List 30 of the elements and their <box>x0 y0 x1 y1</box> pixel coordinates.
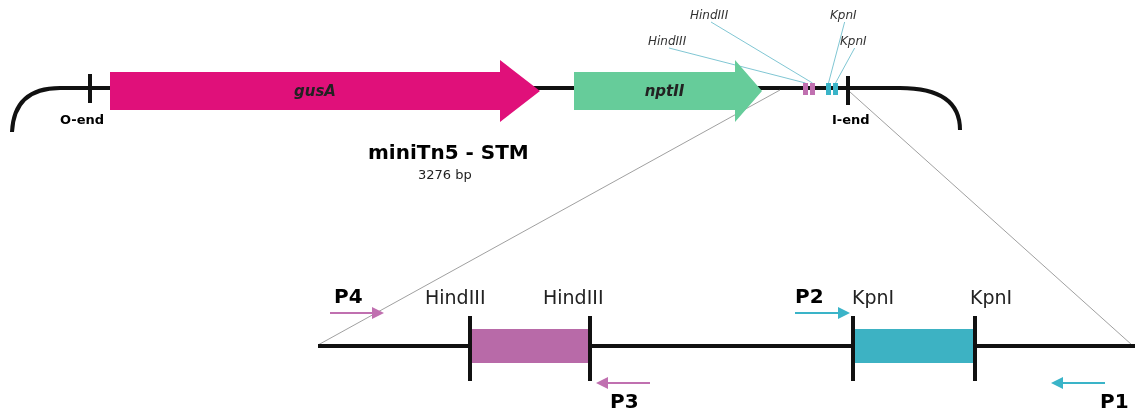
site-label: KpnI <box>840 34 867 48</box>
primer-label: P4 <box>334 284 363 308</box>
gene-name: gusA <box>294 82 336 100</box>
leader-line <box>668 47 806 84</box>
construct-size: 3276 bp <box>418 167 472 182</box>
tag-region <box>855 329 973 363</box>
gene-feature <box>574 60 762 122</box>
site-label: HindIII <box>690 8 729 22</box>
site-label: HindIII <box>648 34 687 48</box>
leader-line <box>835 47 856 84</box>
primer-label: P2 <box>795 284 824 308</box>
leader-line <box>828 21 846 84</box>
construct-name: miniTn5 - STM <box>368 140 529 164</box>
restriction-site-mark <box>826 83 831 95</box>
restriction-site-mark <box>833 83 838 95</box>
site-label: KpnI <box>852 286 895 308</box>
site-label: HindIII <box>543 286 604 308</box>
restriction-site-mark <box>803 83 808 95</box>
site-label: KpnI <box>970 286 1013 308</box>
gene-feature <box>110 60 540 122</box>
site-label: HindIII <box>425 286 486 308</box>
primer-label: P3 <box>610 389 639 413</box>
end-label: O-end <box>60 112 105 127</box>
tag-region <box>472 329 588 363</box>
gene-name: nptII <box>644 82 685 100</box>
leader-line <box>710 21 813 84</box>
restriction-site-mark <box>810 83 815 95</box>
primer-label: P1 <box>1100 389 1129 413</box>
site-label: KpnI <box>830 8 857 22</box>
end-label: I-end <box>832 112 870 127</box>
